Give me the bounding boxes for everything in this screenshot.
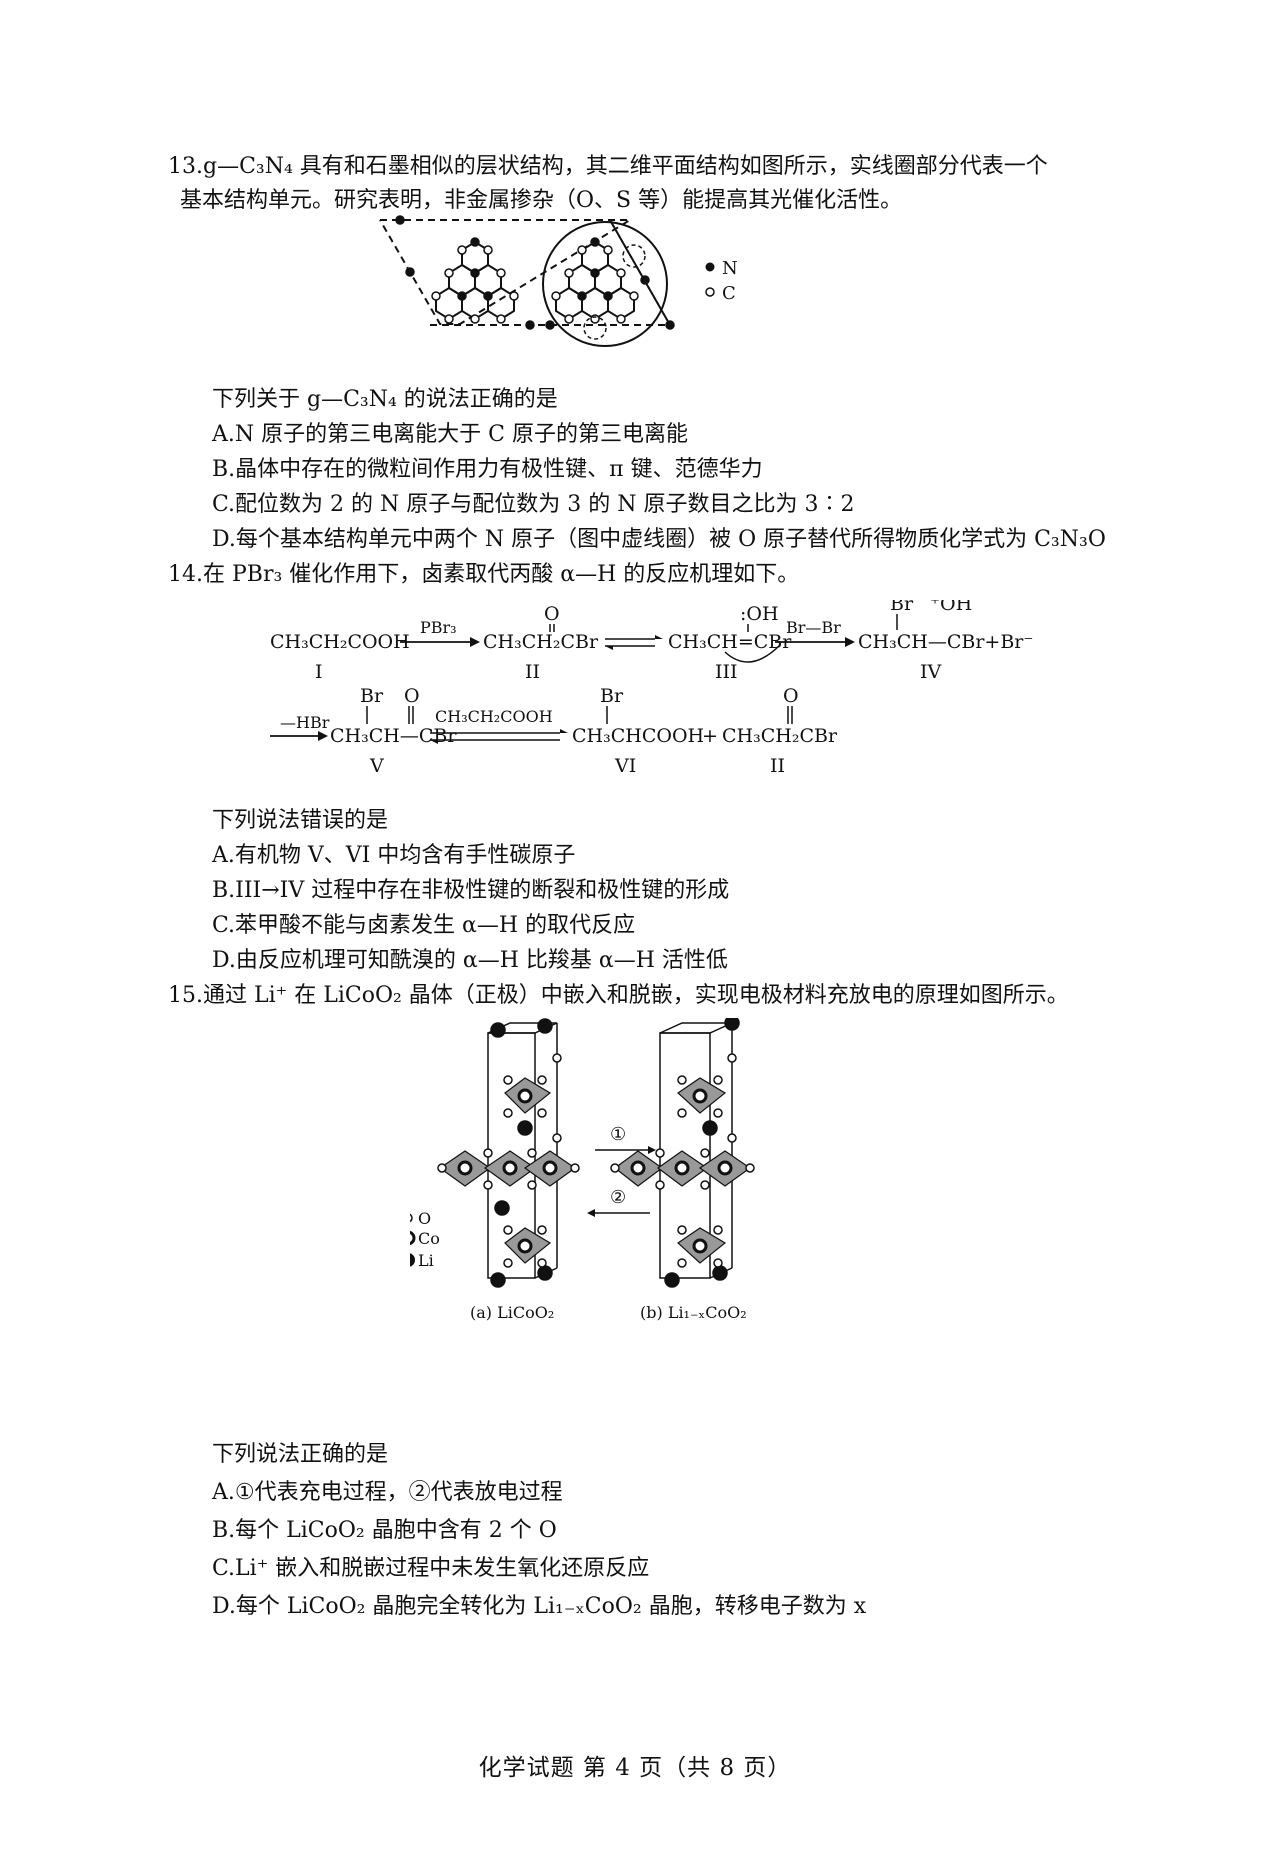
page-footer: 化学试题 第 4 页（共 8 页） xyxy=(478,1755,792,1781)
legend-co-label: Co xyxy=(418,1229,440,1248)
q15-option-a: A.①代表充电过程，②代表放电过程 xyxy=(212,1480,563,1505)
legend-li-label: Li xyxy=(418,1251,434,1270)
plus-sign: + xyxy=(702,725,718,747)
q13-option-a: A.N 原子的第三电离能大于 C 原子的第三电离能 xyxy=(212,422,688,447)
g-c3n4-structure-diagram: N C xyxy=(379,215,738,347)
byproduct-hbr: —HBr xyxy=(280,713,330,732)
reagent-propanoic-acid: CH₃CH₂COOH xyxy=(435,707,553,726)
q13-line1: 13.g—C₃N₄ 具有和石墨相似的层状结构，其二维平面结构如图所示，实线圈部分… xyxy=(168,154,1048,179)
q15-stem: 下列说法正确的是 xyxy=(212,1442,389,1467)
q13-stem: 下列关于 g—C₃N₄ 的说法正确的是 xyxy=(212,387,558,412)
q15-option-b: B.每个 LiCoO₂ 晶胞中含有 2 个 O xyxy=(212,1518,557,1543)
species-II-regenerated: CH₃CH₂CBr xyxy=(722,725,838,747)
species-II-regenerated-oxygen: O xyxy=(783,685,799,707)
species-V-oxygen: O xyxy=(404,685,420,707)
species-IV-br: Br xyxy=(890,600,914,615)
q14-option-c: C.苯甲酸不能与卤素发生 α—H 的取代反应 xyxy=(212,913,636,938)
species-II-oxygen: O xyxy=(544,603,560,625)
species-III-oh: :OH xyxy=(740,603,779,625)
species-I: CH₃CH₂COOH xyxy=(270,631,410,653)
label-I: I xyxy=(315,661,323,683)
species-VI-br: Br xyxy=(600,685,624,707)
q14-line1: 14.在 PBr₃ 催化作用下，卤素取代丙酸 α—H 的反应机理如下。 xyxy=(168,562,800,587)
label-IV: IV xyxy=(920,661,942,683)
label-V: V xyxy=(369,755,384,777)
q14-stem: 下列说法错误的是 xyxy=(212,808,389,833)
arrow-1-label: ① xyxy=(610,1124,626,1145)
reagent-br2: Br—Br xyxy=(786,618,841,637)
caption-a: (a) LiCoO₂ xyxy=(470,1303,554,1322)
licoo2-crystal-diagram: ① ② O Co Li (a) LiCoO₂ (b) Li₁₋ₓCoO₂ xyxy=(410,1018,755,1322)
species-III: CH₃CH=CBr xyxy=(668,631,792,653)
legend-n-label: N xyxy=(722,258,738,279)
q13-option-b: B.晶体中存在的微粒间作用力有极性键、π 键、范德华力 xyxy=(212,457,763,482)
q15-option-c: C.Li⁺ 嵌入和脱嵌过程中未发生氧化还原反应 xyxy=(212,1556,650,1581)
species-V-br: Br xyxy=(360,685,384,707)
q14-option-d: D.由反应机理可知酰溴的 α—H 比羧基 α—H 活性低 xyxy=(212,948,728,973)
label-VI: VI xyxy=(614,755,636,777)
caption-b: (b) Li₁₋ₓCoO₂ xyxy=(640,1303,747,1322)
q13-option-d: D.每个基本结构单元中两个 N 原子（图中虚线圈）被 O 原子替代所得物质化学式… xyxy=(212,527,1106,552)
reaction-mechanism-scheme: CH₃CH₂COOH I PBr₃ CH₃CH₂CBr O II CH₃CH=C… xyxy=(270,600,1033,777)
label-III: III xyxy=(715,661,738,683)
q15-line1: 15.通过 Li⁺ 在 LiCoO₂ 晶体（正极）中嵌入和脱嵌，实现电极材料充放… xyxy=(168,983,1069,1008)
species-VI: CH₃CHCOOH xyxy=(572,725,704,747)
q13-option-c: C.配位数为 2 的 N 原子与配位数为 3 的 N 原子数目之比为 3∶2 xyxy=(212,492,855,517)
species-IV-oh: ⁺OH xyxy=(930,600,972,615)
q14-option-b: B.III→IV 过程中存在非极性键的断裂和极性键的形成 xyxy=(212,878,730,903)
label-II: II xyxy=(525,661,540,683)
q15-option-d: D.每个 LiCoO₂ 晶胞完全转化为 Li₁₋ₓCoO₂ 晶胞，转移电子数为 … xyxy=(212,1594,867,1619)
species-II: CH₃CH₂CBr xyxy=(483,631,599,653)
species-V: CH₃CH—CBr xyxy=(330,725,457,747)
arrow-2-label: ② xyxy=(610,1187,626,1208)
q13-line2: 基本结构单元。研究表明，非金属掺杂（O、S 等）能提高其光催化活性。 xyxy=(180,188,903,213)
catalyst-pbr3: PBr₃ xyxy=(420,618,457,637)
legend-o-label: O xyxy=(418,1209,431,1228)
legend-c-label: C xyxy=(722,283,736,304)
species-IV: CH₃CH—CBr+Br⁻ xyxy=(858,631,1033,653)
q14-option-a: A.有机物 V、VI 中均含有手性碳原子 xyxy=(212,843,576,868)
label-II-regenerated: II xyxy=(770,755,785,777)
